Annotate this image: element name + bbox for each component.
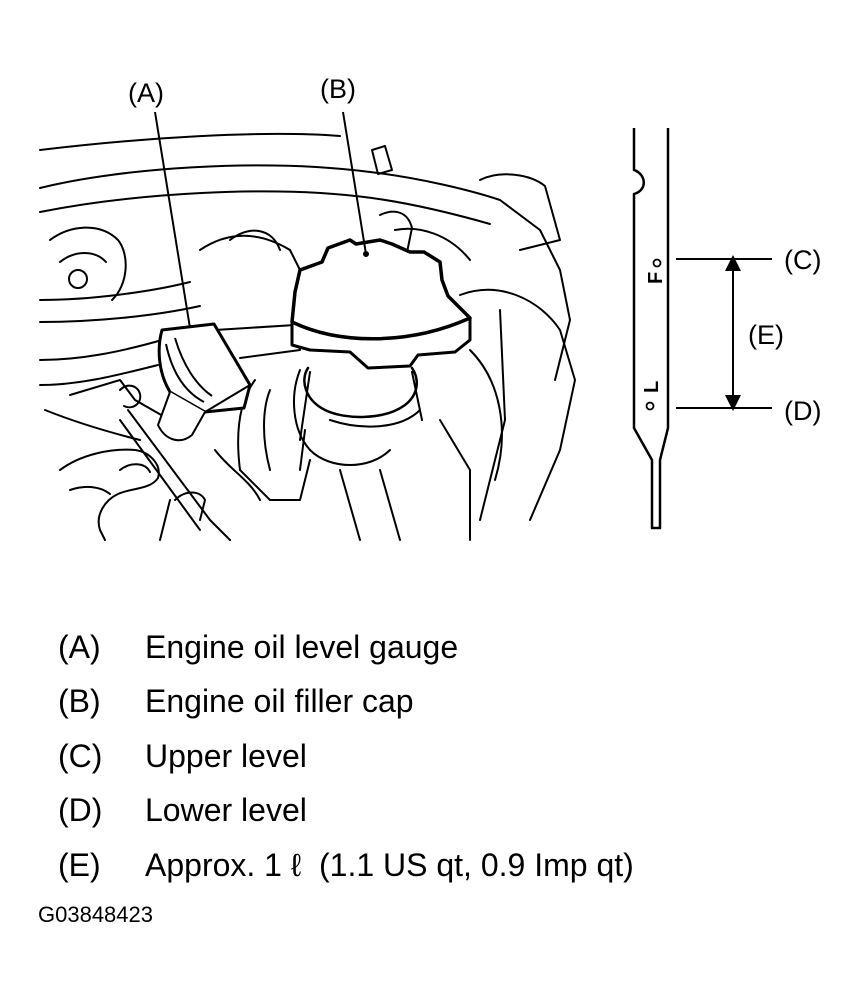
dipstick-mark-l: L: [641, 381, 663, 393]
dipstick-mark-f: F: [645, 272, 667, 284]
leader-line-b: [342, 111, 367, 255]
dipstick-detail: [632, 128, 670, 530]
legend-key: (B): [58, 683, 101, 720]
legend-item: (D) Lower level: [58, 784, 634, 839]
legend-text: Approx. 1 ℓ (1.1 US qt, 0.9 Imp qt): [145, 846, 634, 883]
leader-lines: [154, 111, 367, 329]
dipstick-blade: [632, 128, 670, 530]
legend-item: (C) Upper level: [58, 729, 634, 784]
legend-text: Engine oil filler cap: [145, 683, 414, 720]
callout-e: (E): [748, 320, 784, 350]
dipstick-upper-hole: [652, 258, 662, 268]
legend: (A) Engine oil level gauge (B) Engine oi…: [58, 620, 634, 893]
oil-level-gauge-handle: [157, 322, 252, 442]
callout-c: (C): [784, 245, 822, 275]
legend-item: (B) Engine oil filler cap: [58, 675, 634, 730]
oil-filler-cap: [290, 238, 472, 370]
callout-b: (B): [320, 74, 356, 104]
legend-key: (E): [58, 846, 101, 883]
legend-key: (D): [58, 792, 103, 829]
callout-d: (D): [784, 396, 822, 426]
callout-a: (A): [128, 78, 164, 108]
legend-key: (C): [58, 737, 103, 774]
engine-bay-illustration: [39, 132, 576, 541]
legend-text: Engine oil level gauge: [145, 628, 459, 665]
dipstick-lower-hole: [645, 401, 655, 411]
legend-text: Lower level: [145, 792, 307, 829]
leader-line-a: [154, 111, 191, 329]
legend-item: (A) Engine oil level gauge: [58, 620, 634, 675]
legend-text: Upper level: [145, 737, 307, 774]
legend-key: (A): [58, 628, 101, 665]
legend-item: (E) Approx. 1 ℓ (1.1 US qt, 0.9 Imp qt): [58, 838, 634, 893]
level-lines: [676, 255, 772, 411]
figure-code: G03848423: [38, 902, 153, 927]
